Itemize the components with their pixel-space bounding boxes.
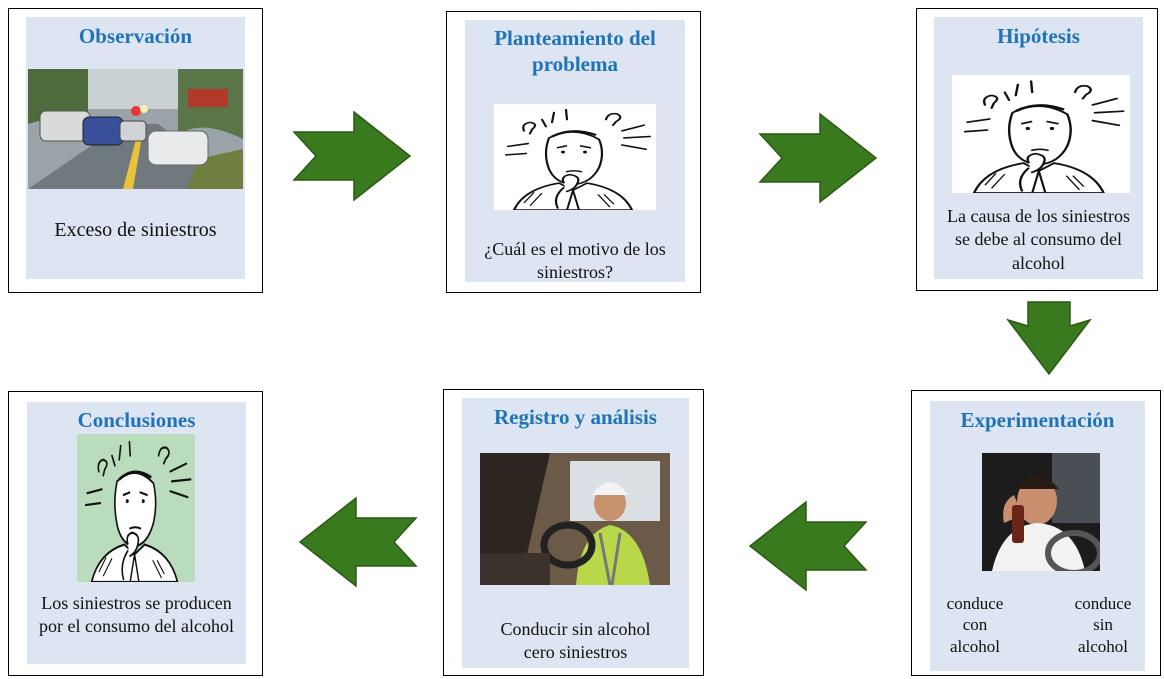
step-observacion: Observación Exceso de siniestros: [8, 8, 263, 293]
thinking-man-illustration: [494, 104, 656, 210]
thinking-man-illustration: [952, 75, 1130, 193]
step-caption: Exceso de siniestros: [54, 219, 217, 241]
step-title: Conclusiones: [77, 408, 196, 432]
step-panel: Hipótesis La causa de los siniestros se …: [934, 17, 1143, 279]
step-caption: Los siniestros se producen por el consum…: [39, 593, 234, 637]
step-conclusiones: Conclusiones Los siniestros se producen …: [8, 391, 263, 676]
step-caption: ¿Cuál es el motivo de los siniestros?: [484, 239, 666, 283]
step-caption: Conducir sin alcohol cero siniestros: [500, 619, 651, 663]
label-with-alcohol-text: conduce con alcohol: [946, 594, 1004, 656]
step-registro: Registro y análisis Conducir sin alcohol…: [443, 389, 704, 676]
arrow-right-icon: [758, 112, 878, 204]
step-title: Observación: [78, 24, 193, 48]
step-panel: Observación Exceso de siniestros: [26, 17, 245, 279]
arrow-down-icon: [1006, 300, 1092, 376]
label-with-alcohol: conduce con alcohol: [930, 593, 1020, 657]
step-panel: Conclusiones Los siniestros se producen …: [27, 402, 246, 664]
step-experimentacion: Experimentación conduce con alcohol cond…: [911, 390, 1161, 676]
step-planteamiento: Planteamiento del problema ¿Cuál es el m…: [446, 11, 701, 293]
label-without-alcohol-text: conduce sin alcohol: [1074, 594, 1132, 656]
step-caption: La causa de los siniestros se debe al co…: [947, 206, 1130, 273]
step-panel: Planteamiento del problema ¿Cuál es el m…: [465, 20, 685, 282]
step-panel: Experimentación conduce con alcohol cond…: [930, 401, 1145, 671]
arrow-right-icon: [292, 110, 412, 202]
step-title: Experimentación: [960, 408, 1115, 432]
step-title: Hipótesis: [997, 24, 1080, 48]
sober-driver-photo: [480, 453, 670, 585]
arrow-left-icon: [298, 496, 418, 588]
step-hipotesis: Hipótesis La causa de los siniestros se …: [916, 8, 1158, 291]
thinking-man-illustration: [77, 434, 195, 582]
label-without-alcohol: conduce sin alcohol: [1058, 593, 1148, 657]
arrow-left-icon: [748, 500, 868, 592]
drinking-driver-photo: [982, 453, 1100, 571]
step-title: Registro y análisis: [494, 405, 657, 429]
step-title: Planteamiento del problema: [494, 26, 656, 77]
car-crash-photo: [28, 69, 243, 189]
step-panel: Registro y análisis Conducir sin alcohol…: [462, 398, 689, 668]
